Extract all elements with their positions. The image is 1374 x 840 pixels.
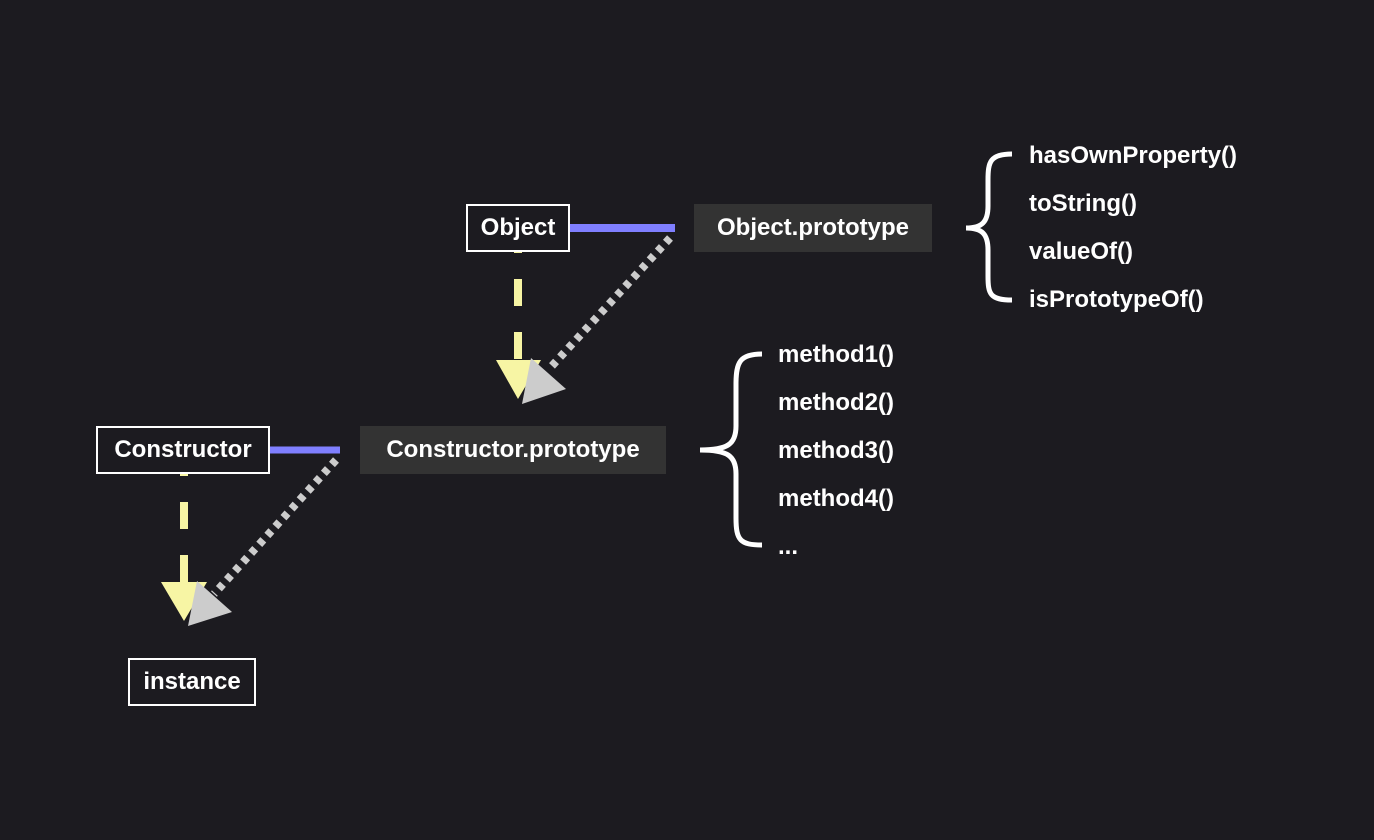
object-method-item: toString() [1029,190,1137,217]
constructor-method-item: method3() [778,437,894,464]
object-proto-arrow-line [547,235,673,371]
constructor-method-item: method4() [778,485,894,512]
constructor-proto-arrow-line [211,457,339,597]
object-method-item: isPrototypeOf() [1029,286,1204,313]
object-prototype-methods-brace [965,151,1013,303]
constructor-method-item: method1() [778,341,894,368]
object-method-item: hasOwnProperty() [1029,142,1238,169]
object-prototype-node: Object.prototype [694,204,932,252]
constructor-method-item: method2() [778,389,894,416]
constructor-node: Constructor [96,426,270,474]
instance-node: instance [128,658,256,706]
constructor-proto-arrowhead [188,581,232,626]
constructor-prototype-methods-brace [699,351,763,548]
constructor-prototype-node: Constructor.prototype [360,426,666,474]
constructor-method-item: ... [778,533,799,560]
object-method-item: valueOf() [1029,238,1134,265]
object-proto-arrowhead [522,358,566,404]
object-node: Object [466,204,570,252]
